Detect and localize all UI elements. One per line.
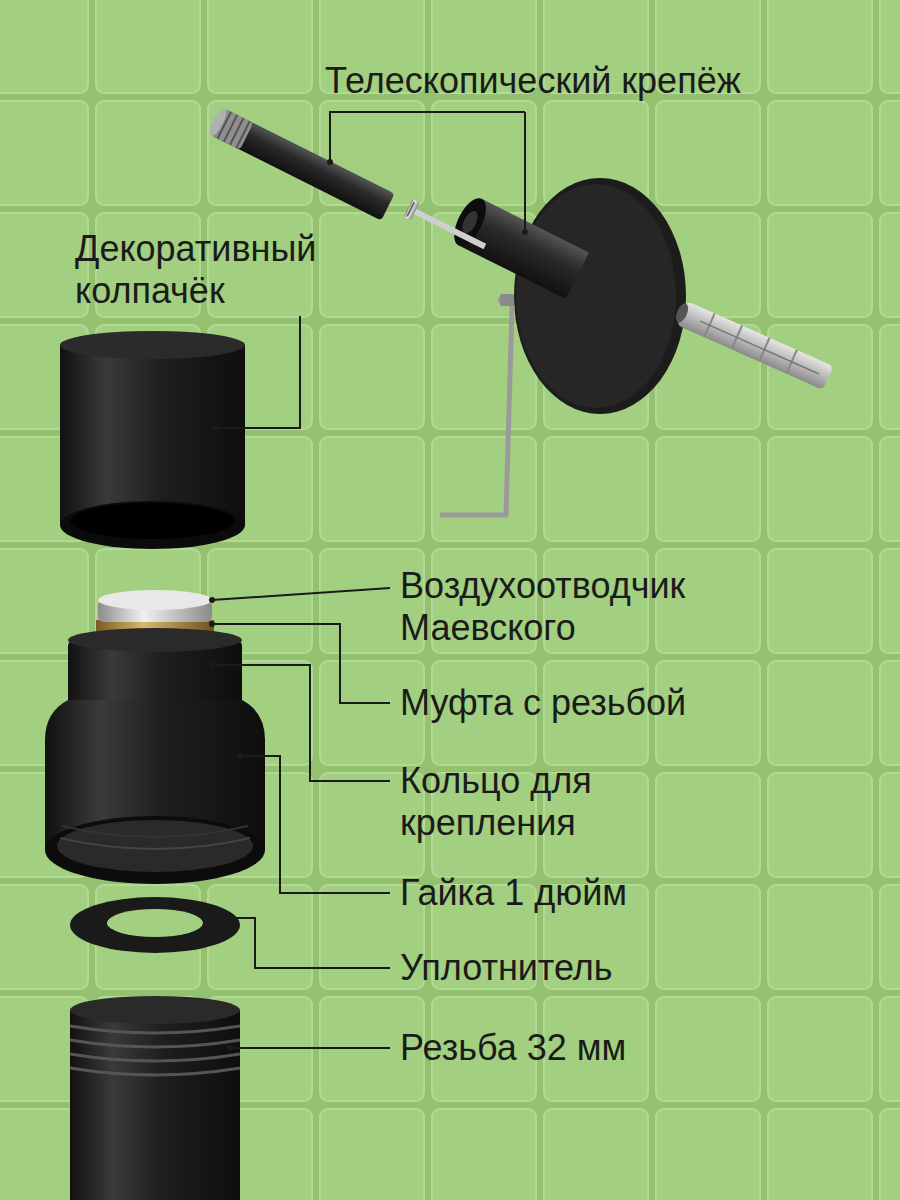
hex-key [440,300,512,515]
leader-line [212,665,390,781]
part-label: Муфта с резьбой [400,682,686,724]
leader-line [230,1047,390,1049]
gasket [70,897,240,953]
part-label: Воздухоотводчик Маевского [400,565,760,649]
leader-line [212,588,390,600]
part-label: Декоративный колпачёк [75,228,395,312]
coupling-nut [45,628,265,884]
wall-dowel [672,299,833,390]
part-label: Уплотнитель [400,947,613,989]
wall-plate [514,178,686,414]
mount-cylinder [448,193,589,299]
leader-line [330,112,525,162]
part-label: Кольцо для крепления [400,760,680,844]
leader-line [215,316,300,428]
part-label: Телескопический крепёж [325,60,741,102]
leader-line [240,756,390,893]
leader-line [228,918,390,968]
leader-line [212,624,390,703]
decorative-cap [60,331,245,549]
leader-line [524,112,526,232]
screw [404,199,490,255]
part-label: Гайка 1 дюйм [400,872,627,914]
threaded-rod [207,106,395,220]
part-label: Резьба 32 мм [400,1027,626,1069]
pipe-end [70,996,240,1200]
telescopic-fastener [207,106,834,515]
